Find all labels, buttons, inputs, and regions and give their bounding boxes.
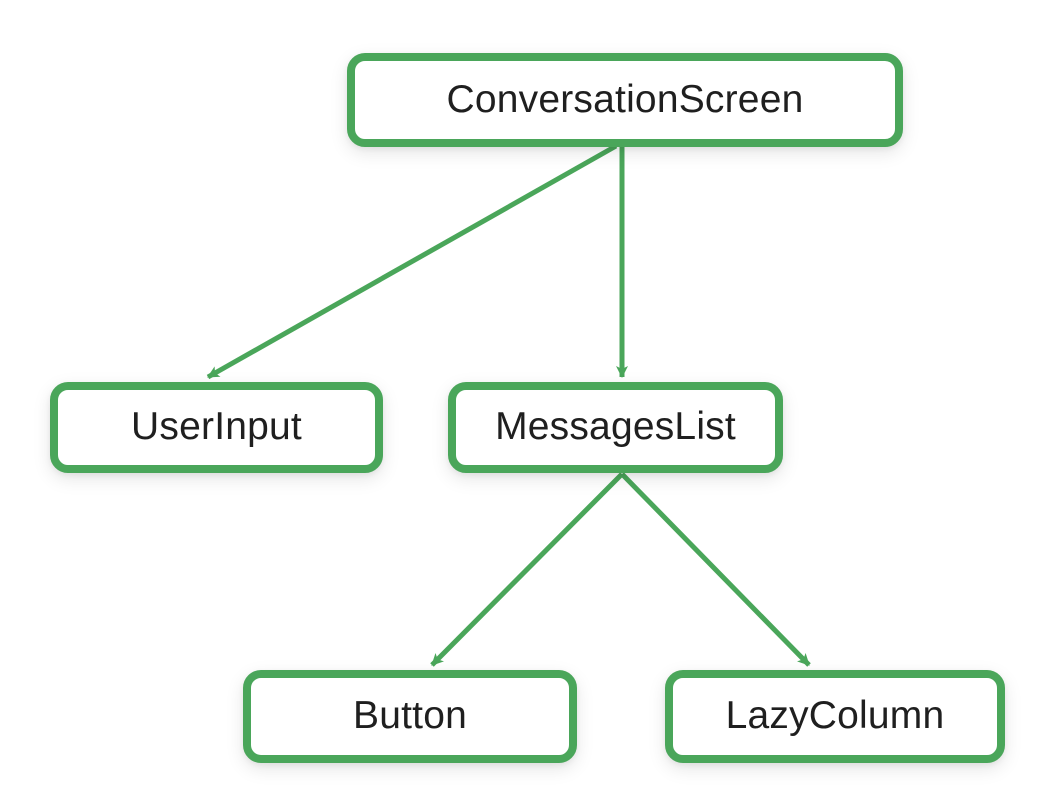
- node-button: Button: [243, 670, 577, 763]
- edge-messageslist-button: [430, 472, 624, 667]
- node-conversation-screen: ConversationScreen: [347, 53, 903, 147]
- node-label: Button: [353, 694, 467, 737]
- edge-conversationscreen-userinput: [206, 143, 618, 380]
- node-label: MessagesList: [495, 405, 736, 448]
- edge-messageslist-lazycolumn: [620, 472, 811, 667]
- node-messages-list: MessagesList: [448, 382, 783, 473]
- node-label: LazyColumn: [725, 694, 945, 737]
- node-label: ConversationScreen: [446, 77, 804, 121]
- node-lazy-column: LazyColumn: [665, 670, 1005, 763]
- node-user-input: UserInput: [50, 382, 383, 473]
- node-label: UserInput: [131, 405, 302, 448]
